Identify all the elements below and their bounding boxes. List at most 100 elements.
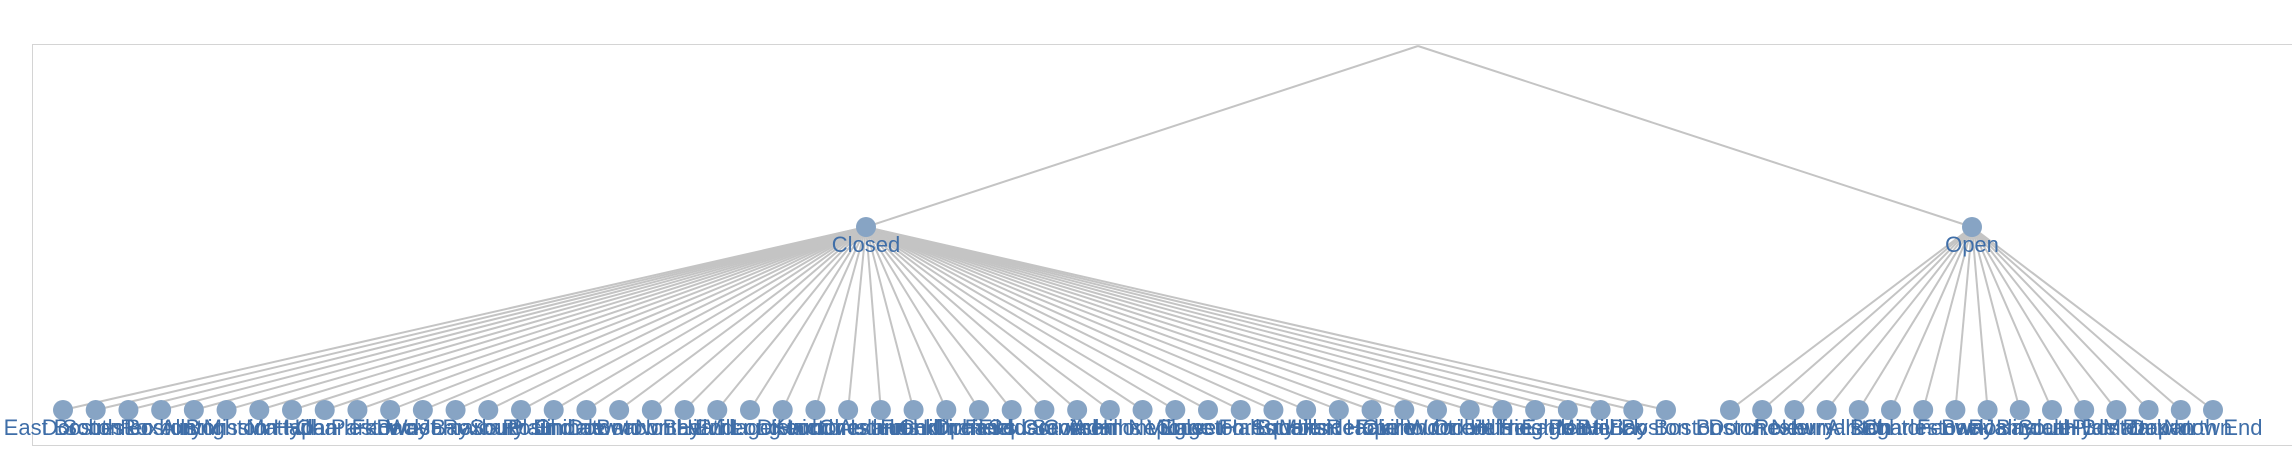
leaf-node[interactable] <box>1623 400 1644 420</box>
leaf-node[interactable] <box>1784 400 1805 420</box>
leaf-node[interactable] <box>674 400 695 420</box>
leaf-node[interactable] <box>936 400 957 420</box>
leaf-node[interactable] <box>838 400 859 420</box>
leaf-node[interactable] <box>2042 400 2062 420</box>
leaf-node[interactable] <box>1557 400 1578 420</box>
leaf-node[interactable] <box>1977 400 1998 420</box>
leaf-node[interactable] <box>641 400 662 420</box>
leaf-node[interactable] <box>85 400 106 420</box>
tree-links <box>62 45 2214 411</box>
leaf-node[interactable] <box>2170 400 2191 420</box>
leaf-node[interactable] <box>1427 400 1447 420</box>
leaf-node[interactable] <box>380 400 401 420</box>
leaf-node[interactable] <box>805 400 826 420</box>
leaf-node[interactable] <box>1132 400 1153 420</box>
leaf-node[interactable] <box>249 400 270 420</box>
leaf-node[interactable] <box>2074 400 2095 420</box>
leaf-label: Dorchester <box>42 415 150 440</box>
leaf-node[interactable] <box>707 400 728 420</box>
leaf-link <box>160 226 867 411</box>
leaf-node[interactable] <box>2009 400 2030 420</box>
leaf-node[interactable] <box>1816 400 1837 420</box>
leaf-node[interactable] <box>1459 400 1480 420</box>
leaf-node[interactable] <box>2203 400 2223 420</box>
leaf-node[interactable] <box>870 400 891 420</box>
leaf-node[interactable] <box>1656 400 1676 420</box>
branch-node[interactable] <box>856 217 876 237</box>
leaf-label: Chestnut Hill <box>818 415 943 440</box>
leaf-node[interactable] <box>576 400 597 420</box>
leaf-node[interactable] <box>314 400 335 420</box>
leaf-link <box>716 226 867 411</box>
leaf-label: Fenway <box>1917 415 1994 440</box>
leaf-label: Dorchester <box>1708 415 1816 440</box>
leaf-node[interactable] <box>543 400 564 420</box>
leaf-node[interactable] <box>118 400 139 420</box>
leaf-node[interactable] <box>1913 400 1934 420</box>
leaf-label: Jamaica Plain <box>1984 415 2121 440</box>
leaf-node[interactable] <box>1720 400 1740 420</box>
leaf-node[interactable] <box>1752 400 1773 420</box>
leaf-node[interactable] <box>1525 400 1546 420</box>
leaf-node[interactable] <box>903 400 924 420</box>
leaf-label: Franklin Field <box>880 415 1012 440</box>
leaf-label: Egleston Square <box>1159 415 1322 440</box>
leaf-node[interactable] <box>53 400 73 420</box>
leaf-label: Longwood <box>732 415 834 440</box>
leaf-label: Allston <box>161 415 227 440</box>
leaf-node[interactable] <box>445 400 466 420</box>
leaf-node[interactable] <box>1394 400 1415 420</box>
leaf-node[interactable] <box>1099 400 1120 420</box>
leaf-link <box>618 226 867 411</box>
leaf-link <box>865 226 1667 411</box>
leaf-link <box>1793 226 1973 411</box>
leaf-node[interactable] <box>740 400 760 420</box>
leaf-label: Orient Heights <box>1432 415 1573 440</box>
leaf-node[interactable] <box>151 400 172 420</box>
leaf-node[interactable] <box>609 400 630 420</box>
leaf-node[interactable] <box>1328 400 1349 420</box>
leaf-node[interactable] <box>2106 400 2127 420</box>
leaf-node[interactable] <box>183 400 204 420</box>
leaf-label: South Boston <box>2018 415 2150 440</box>
leaf-node[interactable] <box>1230 400 1251 420</box>
leaf-node[interactable] <box>1945 400 1966 420</box>
leaf-link <box>865 226 1078 411</box>
leaf-node[interactable] <box>1361 400 1382 420</box>
leaf-link <box>865 226 1405 411</box>
leaf-node[interactable] <box>478 400 499 420</box>
leaf-node[interactable] <box>1001 400 1022 420</box>
leaf-label: Fields Corner <box>978 415 1110 440</box>
leaf-node[interactable] <box>282 400 302 420</box>
leaf-node[interactable] <box>2138 400 2159 420</box>
leaf-node[interactable] <box>1590 400 1611 420</box>
leaf-node[interactable] <box>1263 400 1284 420</box>
leaf-link <box>1971 226 1989 411</box>
leaf-link <box>1857 226 1973 411</box>
leaf-link <box>847 226 867 411</box>
leaf-node[interactable] <box>511 400 531 420</box>
tree-nodes <box>53 217 2223 420</box>
leaf-node[interactable] <box>412 400 433 420</box>
leaf-label: Neponset <box>1128 415 1222 440</box>
leaf-node[interactable] <box>347 400 368 420</box>
leaf-link <box>258 226 867 411</box>
leaf-node[interactable] <box>1165 400 1186 420</box>
leaf-node[interactable] <box>216 400 237 420</box>
leaf-node[interactable] <box>1848 400 1869 420</box>
leaf-node[interactable] <box>1881 400 1901 420</box>
leaf-node[interactable] <box>1492 400 1513 420</box>
leaf-node[interactable] <box>1067 400 1088 420</box>
leaf-node[interactable] <box>1198 400 1218 420</box>
leaf-node[interactable] <box>969 400 989 420</box>
leaf-node[interactable] <box>772 400 793 420</box>
leaf-link <box>1954 226 1973 411</box>
leaf-node[interactable] <box>1296 400 1317 420</box>
leaf-label: Adams Village <box>1072 415 1212 440</box>
leaf-link <box>291 226 867 411</box>
leaf-label: Savin Hill <box>1031 415 1123 440</box>
leaf-node[interactable] <box>1034 400 1055 420</box>
branch-node[interactable] <box>1962 217 1982 237</box>
leaf-label: East Boston <box>4 415 123 440</box>
leaf-link <box>865 226 1307 411</box>
